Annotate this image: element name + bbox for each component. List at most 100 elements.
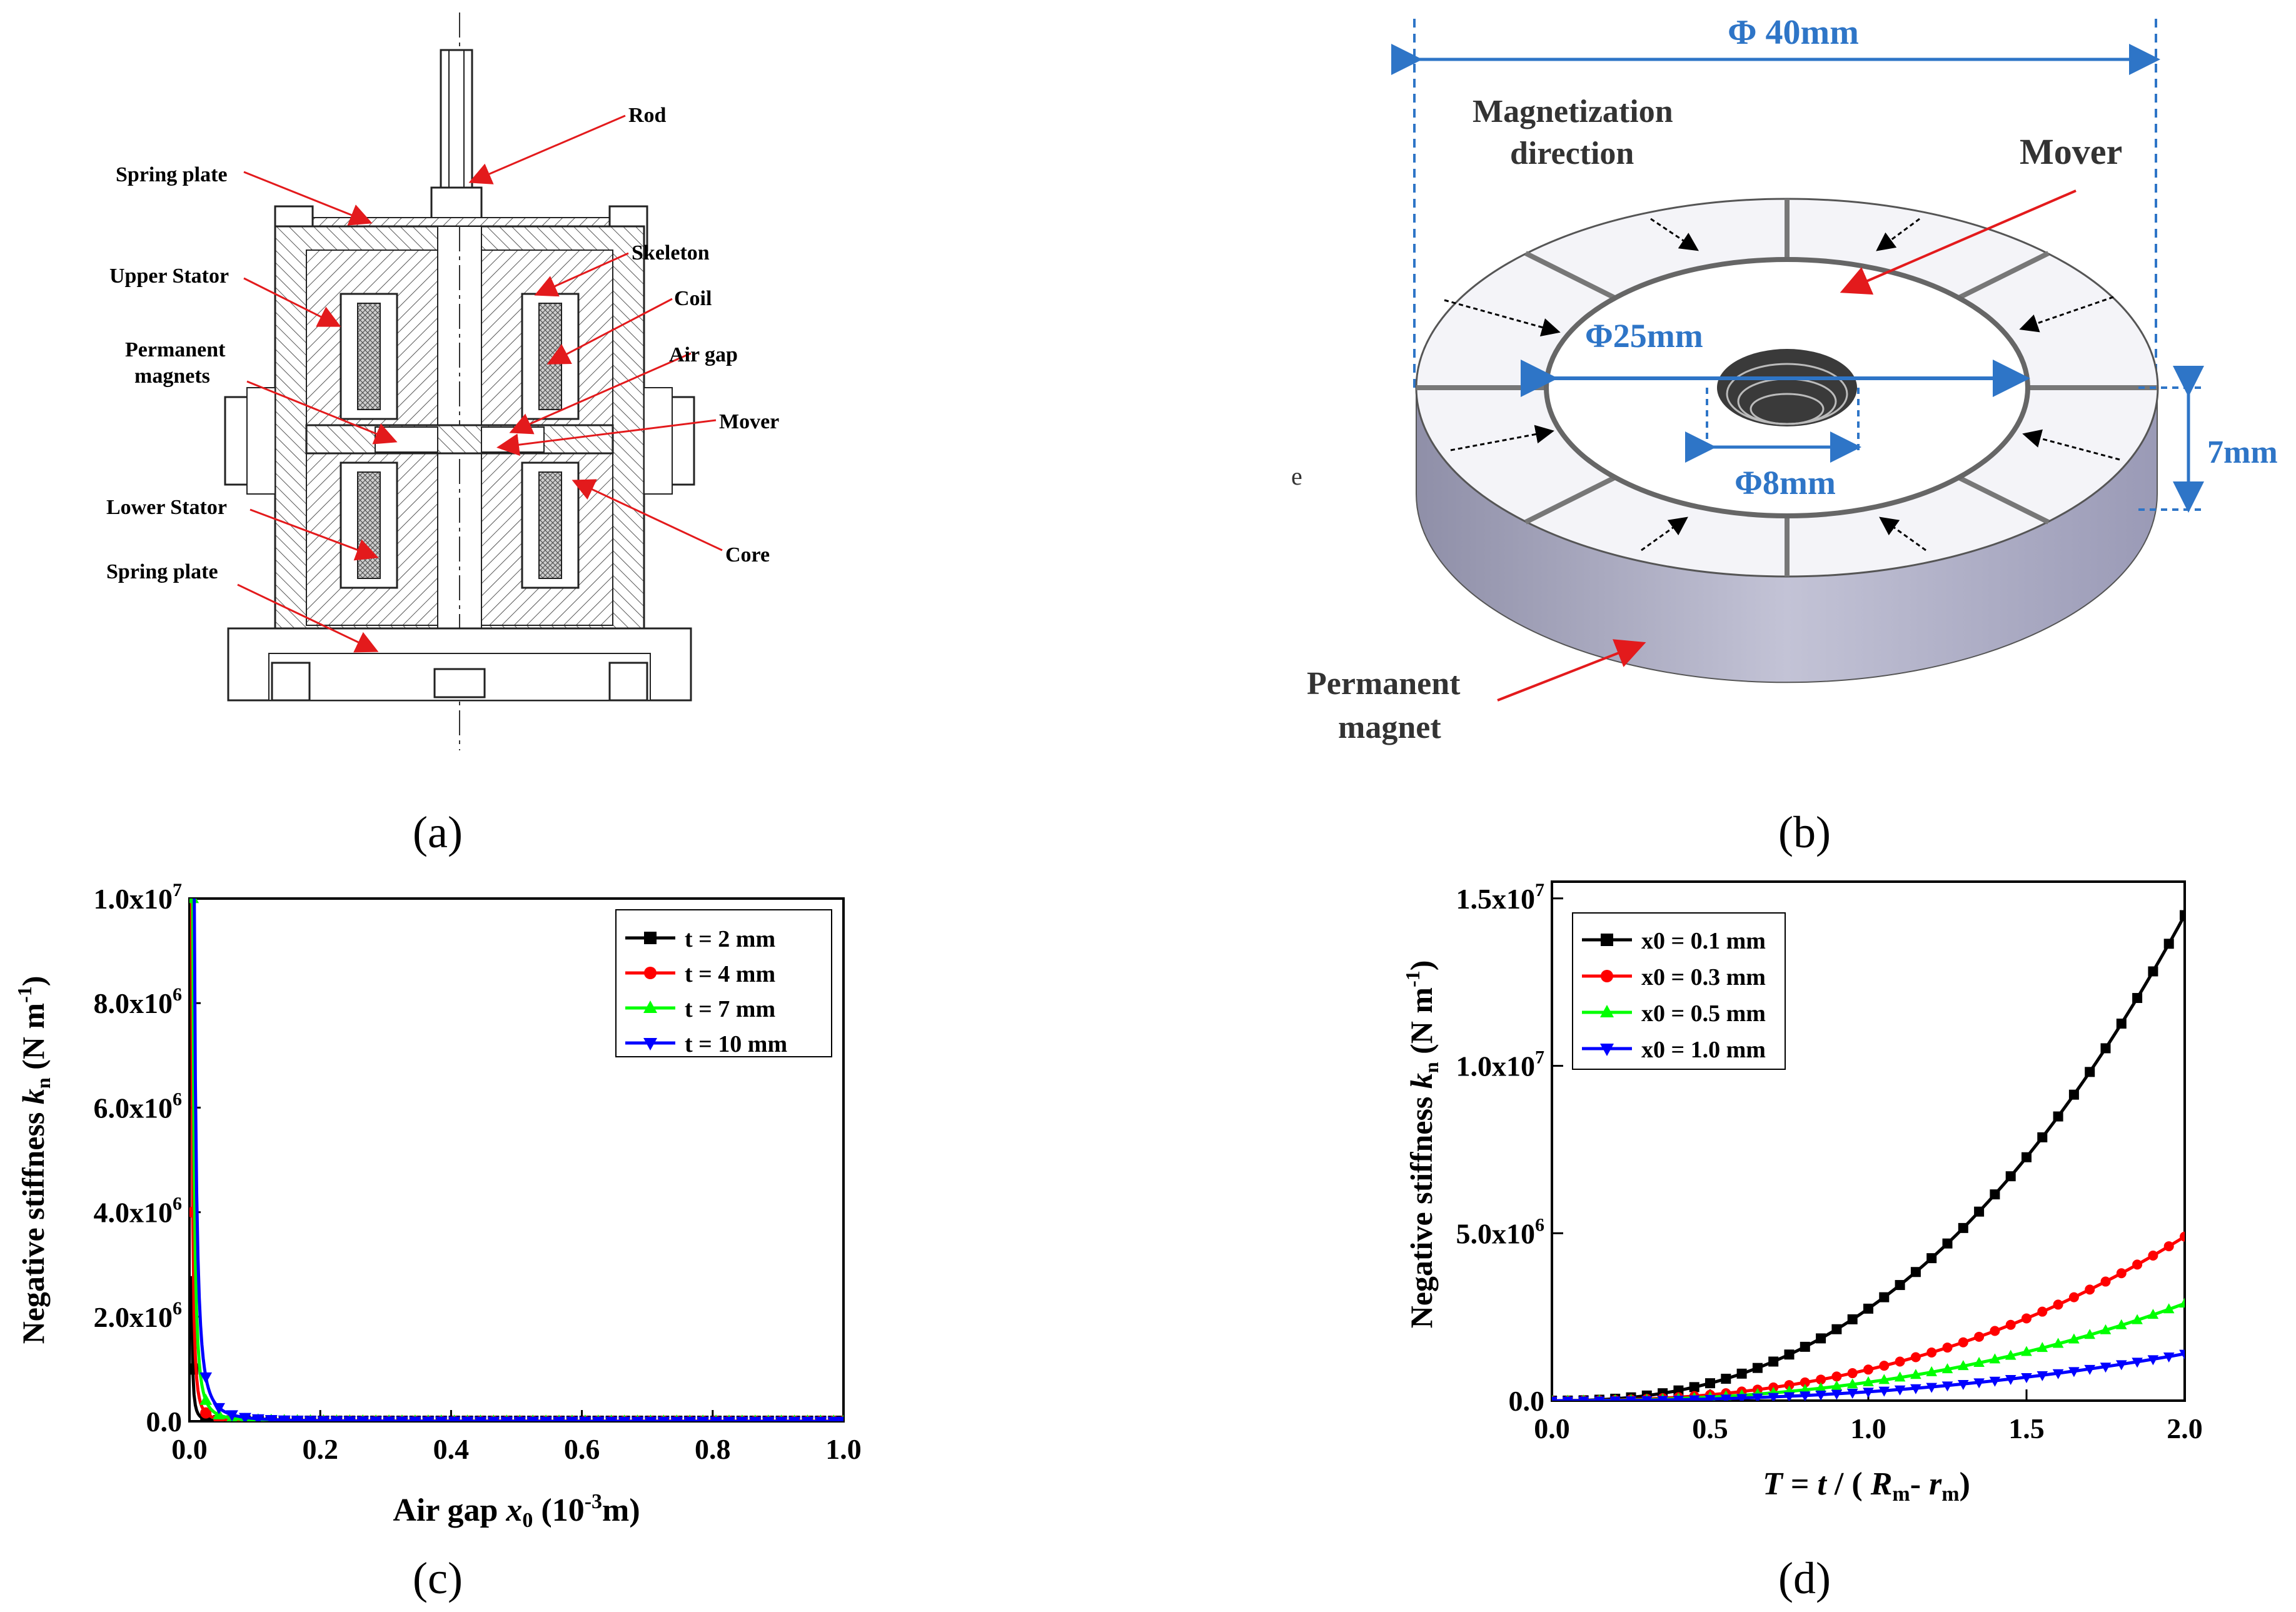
chart-d-point [1831, 1380, 1843, 1391]
chart-c-point [657, 1416, 670, 1421]
chart-d-point [2005, 1349, 2017, 1360]
chart-d-point [1816, 1333, 1826, 1344]
chart-c-point [526, 1416, 540, 1421]
chart-c-point [421, 1416, 435, 1421]
label-magnetization-2: direction [1510, 136, 1634, 171]
chart-d-point [1942, 1342, 1953, 1353]
chart-c-point [631, 1416, 644, 1421]
chart-d-point [1989, 1376, 2001, 1387]
label-thickness: 7mm [2207, 435, 2278, 470]
chart-d-point [1625, 1396, 1637, 1401]
chart-d-xtick-label: 0.0 [1534, 1413, 1570, 1444]
chart-d-point [1974, 1206, 1985, 1217]
chart-d-xtick-label: 1.0 [1850, 1413, 1886, 1444]
chart-d-point [1990, 1326, 2000, 1336]
chart-d-point [2163, 939, 2174, 949]
chart-c-point [383, 1416, 395, 1421]
chart-c-xlabel: Air gap x0 (10-3m) [393, 1490, 640, 1532]
chart-c-point [330, 1416, 343, 1421]
chart-d-point [1846, 1378, 1858, 1389]
chart-c-point [435, 1416, 448, 1421]
chart-d-point [2179, 1297, 2185, 1308]
stray-letter: e [1291, 462, 1302, 490]
chart-d-xtick-label: 2.0 [2167, 1413, 2203, 1444]
chart-d-point [1688, 1395, 1700, 1401]
chart-d-point [1990, 1189, 2000, 1200]
label-outer-diameter: Φ 40mm [1728, 13, 1859, 52]
chart-d-point [1958, 1222, 1968, 1233]
chart-c-point [251, 1414, 264, 1421]
chart-c-point [540, 1416, 552, 1421]
label-mover-b: Mover [2020, 131, 2122, 172]
chart-d-point [2022, 1313, 2032, 1324]
chart-d-point [2132, 993, 2143, 1004]
chart-d-point [1926, 1347, 1937, 1358]
chart-d-point [2021, 1373, 2032, 1384]
chart-d-point [1752, 1363, 1763, 1373]
chart-c-point [226, 1410, 238, 1421]
chart-d-point [2132, 1314, 2143, 1324]
chart-d-point [1800, 1391, 1811, 1401]
label-spring-plate-top: Spring plate [116, 163, 228, 186]
chart-d-ytick-label: 5.0x106 [1456, 1214, 1545, 1249]
chart-c-point [304, 1416, 317, 1421]
chart-d-point [2068, 1089, 2079, 1100]
chart-c-point [553, 1416, 565, 1421]
label-magnetization-1: Magnetization [1473, 94, 1673, 129]
label-spring-plate-bottom: Spring plate [106, 560, 218, 583]
chart-d-point [1941, 1381, 1953, 1392]
chart-d-xtick-label: 0.5 [1692, 1413, 1728, 1444]
chart-d-point [1878, 1374, 1890, 1384]
chart-d-point [2163, 1353, 2175, 1363]
chart-c-point [735, 1416, 748, 1421]
label-permanent-magnet-2: magnet [1338, 710, 1441, 745]
chart-d-point [1784, 1349, 1795, 1360]
caption-d: (d) [1778, 1553, 1831, 1603]
caption-c: (c) [413, 1553, 463, 1603]
chart-d-ytick-label: 0.0 [1509, 1385, 1545, 1417]
chart-d-point [2005, 1374, 2017, 1385]
chart-c-point [500, 1416, 513, 1421]
chart-c-series-line [189, 1276, 843, 1421]
chart-d-point [1926, 1253, 1937, 1264]
chart-c-point [748, 1416, 762, 1421]
chart-d-point [1736, 1368, 1747, 1379]
label-hole-diameter: Φ8mm [1735, 464, 1836, 501]
chart-d-point [1973, 1378, 1985, 1389]
label-permanent-magnets-2: magnets [134, 365, 210, 388]
caption-b: (b) [1778, 807, 1831, 857]
label-permanent-magnet-1: Permanent [1307, 666, 1461, 702]
chart-d-point [2037, 1306, 2048, 1317]
chart-c-xtick-label: 0.4 [433, 1433, 470, 1465]
chart-d-point [1941, 1363, 1953, 1374]
chart-d-ylabel: Negative stiffness kn (N m-1) [1401, 960, 1443, 1329]
label-inner-diameter: Φ25mm [1585, 317, 1703, 355]
chart-c-xtick-label: 0.8 [695, 1433, 731, 1465]
chart-c-point [788, 1416, 801, 1421]
label-rod: Rod [628, 104, 667, 127]
chart-c-legend-marker [643, 1000, 657, 1013]
label-air-gap: Air gap [669, 343, 738, 366]
chart-d-legend-marker [1600, 1005, 1614, 1017]
chart-d-point [1594, 1396, 1605, 1401]
chart-c-point [683, 1416, 697, 1421]
chart-d-point [2116, 1319, 2127, 1329]
chart-d-point [1895, 1280, 1905, 1291]
chart-d-point [1910, 1384, 1921, 1394]
chart-d-legend-marker [1601, 934, 1613, 946]
chart-d-point [1720, 1394, 1732, 1401]
chart-c-point [566, 1416, 578, 1421]
chart-d-point [1721, 1373, 1731, 1384]
chart-d-point [2053, 1111, 2063, 1122]
chart-d-point [1815, 1390, 1826, 1401]
chart-d-point [1800, 1341, 1810, 1352]
chart-c-point [762, 1416, 775, 1421]
chart-d-point [2068, 1292, 2079, 1302]
chart-d-point [1705, 1378, 1715, 1389]
chart-d-point [2100, 1043, 2111, 1054]
chart-d-point [2052, 1337, 2064, 1348]
chart-d-point [2053, 1299, 2063, 1310]
chart-c-point [592, 1416, 605, 1421]
chart-c-point [837, 1416, 843, 1421]
